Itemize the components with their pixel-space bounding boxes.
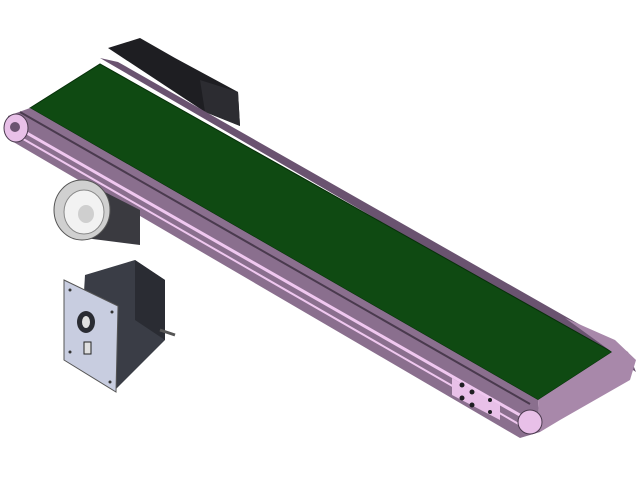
drive-pulley — [53, 179, 140, 245]
near-side-frame — [8, 108, 540, 438]
speed-control-box — [63, 260, 176, 393]
power-switch-icon — [83, 341, 92, 355]
right-end-cap — [517, 318, 636, 435]
mounting-holes — [459, 382, 492, 414]
left-end-cap — [3, 113, 29, 143]
gear-motor — [108, 38, 240, 126]
control-faceplate — [63, 279, 119, 393]
